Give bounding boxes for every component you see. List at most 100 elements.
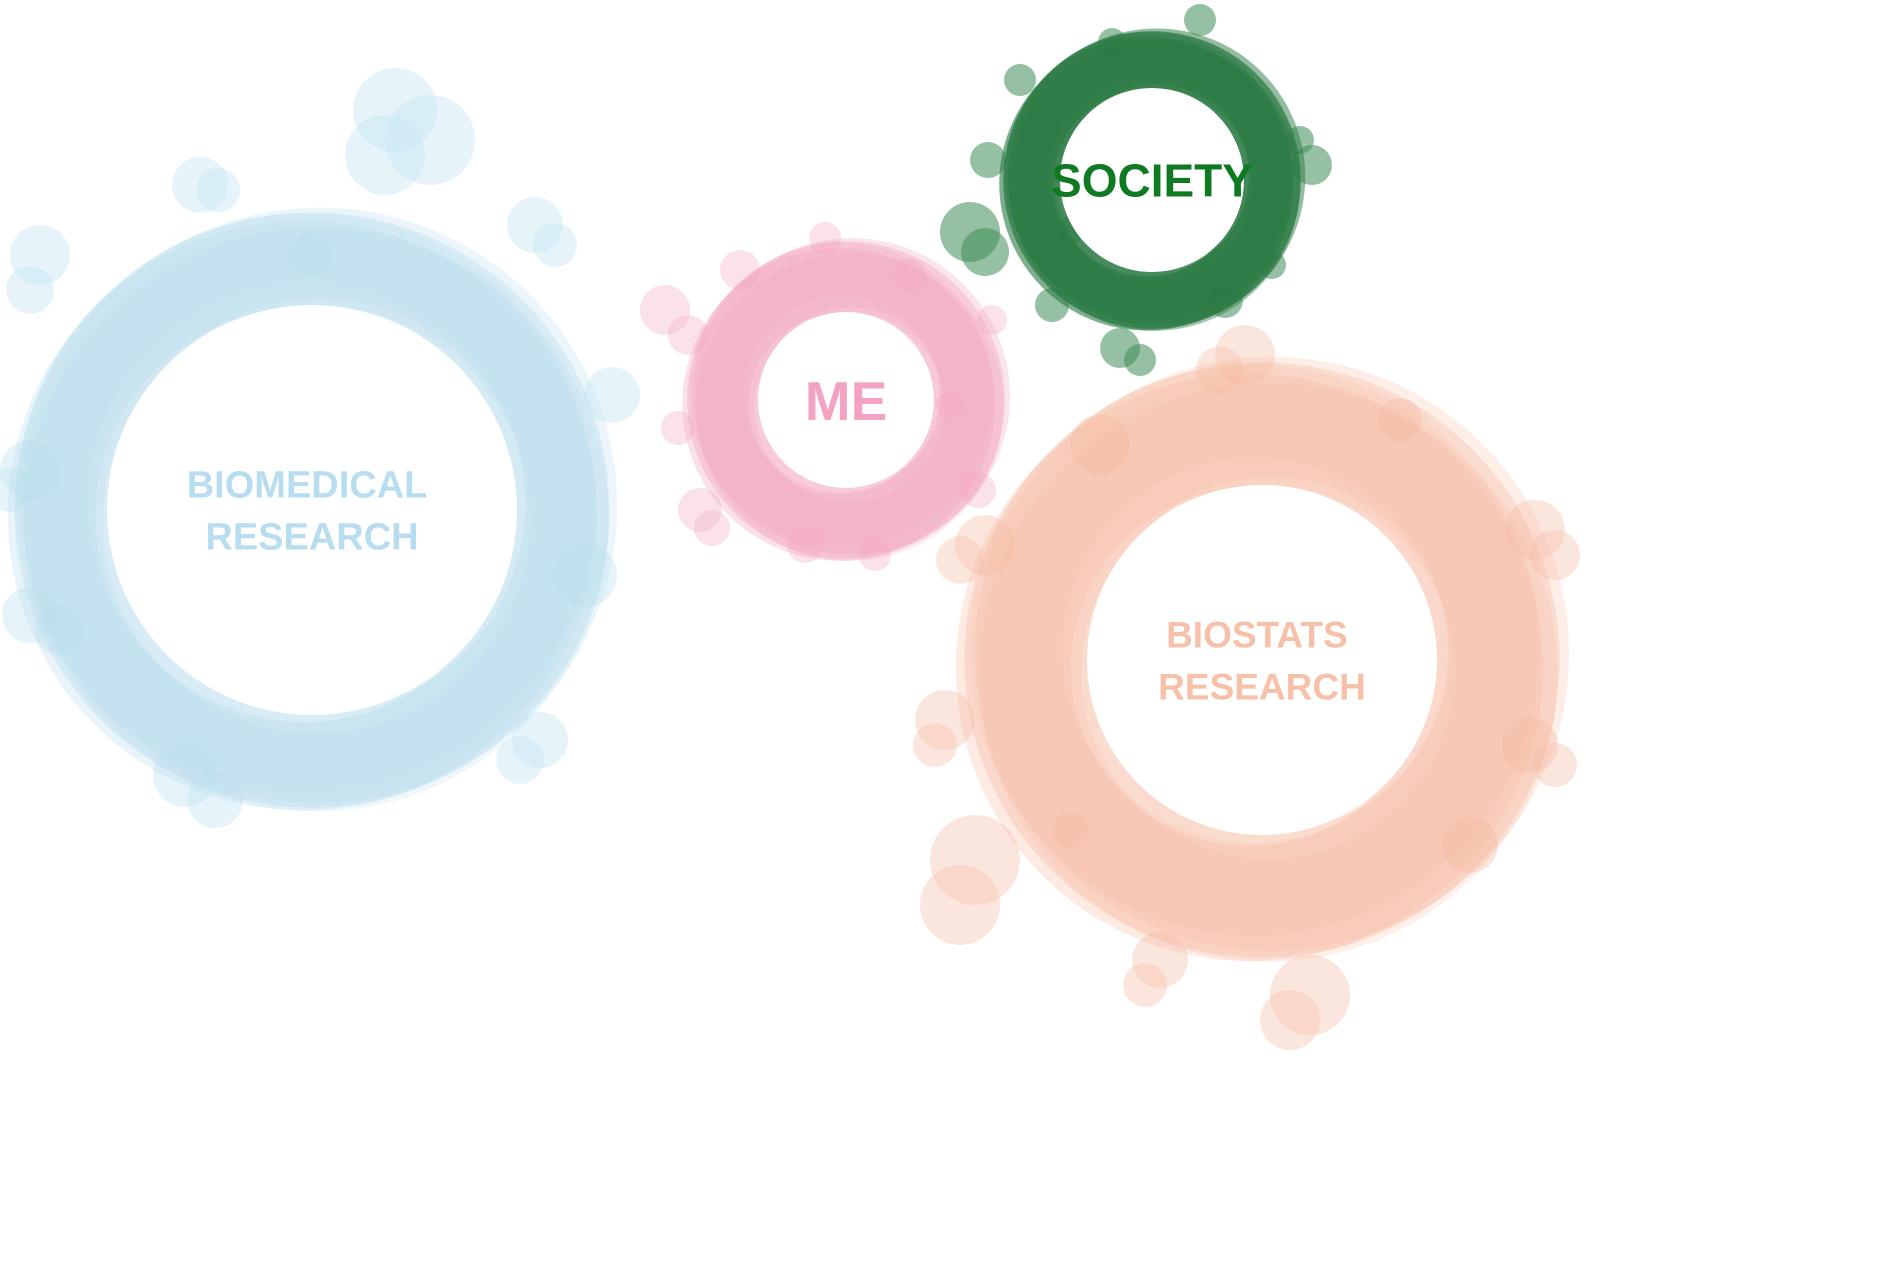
biostats-decorative-blobs <box>913 325 1580 1050</box>
me-ring-layer <box>693 238 1011 555</box>
biomedical-blob <box>172 157 228 213</box>
biomedical-blob <box>507 197 563 253</box>
biostats-research-label: BIOSTATS RESEARCH <box>1158 614 1366 707</box>
biomedical-blob <box>35 605 85 655</box>
society-ring-layer <box>1005 32 1292 319</box>
me-blob <box>859 539 891 571</box>
biostats-blob <box>1260 990 1320 1050</box>
biomedical-blob <box>0 468 32 512</box>
society-inner-circle <box>1060 88 1244 272</box>
biostats-blob <box>1132 932 1188 988</box>
biostats-ring-layer <box>964 362 1560 958</box>
me-blob <box>640 285 690 335</box>
me-blob <box>977 305 1007 335</box>
me-ring-layer <box>695 253 1004 561</box>
me-label: ME <box>805 370 888 432</box>
society-ring-layer <box>1009 40 1300 331</box>
biostats-blob <box>1442 817 1498 873</box>
biomedical-blob <box>512 712 568 768</box>
biostats-ring-layer <box>974 356 1570 951</box>
me-blob <box>787 527 823 563</box>
biomedical-blob <box>0 440 60 500</box>
biomedical-label-line-1: BIOMEDICAL <box>187 465 427 507</box>
biomedical-label-line-2: RESEARCH <box>205 517 418 559</box>
biomedical-blob <box>2 587 58 643</box>
society-label-line-1: SOCIETY <box>1051 155 1253 207</box>
biomedical-ring-layer <box>14 212 610 808</box>
biostats-blob <box>930 815 1020 905</box>
biomedical-ring-strokes <box>7 207 618 812</box>
biostats-blob <box>1196 346 1244 394</box>
biomedical-blob <box>10 225 70 285</box>
biomedical-inner-circle <box>107 305 517 715</box>
biostats-blob <box>913 723 957 767</box>
biostats-blob <box>1070 415 1130 475</box>
biomedical-research-ring: BIOMEDICAL RESEARCH <box>0 68 640 828</box>
biomedical-ring-layer <box>17 213 596 792</box>
biomedical-blob <box>187 772 243 828</box>
society-blob <box>1124 344 1156 376</box>
biomedical-ring-layer <box>24 227 609 812</box>
biostats-inner-circle <box>1087 485 1437 835</box>
me-blob <box>668 315 708 355</box>
biomedical-blob <box>345 115 425 195</box>
biostats-blob <box>920 865 1000 945</box>
me-blob <box>936 391 964 419</box>
biostats-blob <box>1052 812 1088 848</box>
me-label-line-1: ME <box>805 370 888 432</box>
biomedical-blob <box>496 736 544 784</box>
biomedical-blob <box>288 233 332 277</box>
biomedical-blob <box>553 543 617 607</box>
biostats-blob <box>955 515 1015 575</box>
biomedical-ring-layer <box>22 207 618 803</box>
me-blob <box>894 259 926 291</box>
biostats-research-ring: BIOSTATS RESEARCH <box>913 325 1580 1050</box>
biostats-ring-layer <box>955 373 1544 962</box>
biomedical-blob <box>385 95 475 185</box>
me-ring: ME <box>640 222 1011 571</box>
biostats-label-line-1: BIOSTATS <box>1166 614 1348 655</box>
me-blob <box>694 510 730 546</box>
me-ring-layer <box>682 247 996 561</box>
biomedical-ring-layer <box>7 221 598 811</box>
biomedical-blob <box>6 266 54 314</box>
society-blob <box>1184 4 1216 36</box>
society-blob <box>1004 64 1036 96</box>
biostats-ring-layer <box>969 364 1540 936</box>
biomedical-blob <box>196 168 240 212</box>
biostats-blob <box>1378 398 1422 442</box>
society-blob <box>970 142 1006 178</box>
society-blob <box>961 228 1009 276</box>
biomedical-decorative-blobs <box>0 68 640 828</box>
biomedical-research-label: BIOMEDICAL RESEARCH <box>187 465 438 559</box>
me-blob <box>720 250 760 290</box>
biostats-blob <box>1502 717 1558 773</box>
biomedical-blob <box>584 367 640 423</box>
me-inner-circle <box>758 312 934 488</box>
biostats-blob <box>1123 963 1167 1007</box>
biostats-ring-strokes <box>955 356 1570 962</box>
me-blob <box>960 472 996 508</box>
me-decorative-blobs <box>640 222 1007 571</box>
biomedical-blob <box>533 223 577 267</box>
biostats-blob <box>915 690 975 750</box>
me-blob <box>809 222 841 254</box>
biomedical-blob <box>353 68 437 152</box>
biostats-ring-layer <box>979 383 1558 962</box>
biostats-blob <box>1505 500 1565 560</box>
society-label: SOCIETY <box>1051 155 1253 207</box>
society-ring: SOCIETY <box>940 4 1332 376</box>
me-blob <box>661 411 695 445</box>
society-ring-layer <box>1008 28 1306 326</box>
me-ring-strokes <box>682 238 1011 561</box>
biostats-blob <box>1533 743 1577 787</box>
biostats-blob <box>1215 325 1275 385</box>
me-ring-layer <box>687 241 1005 559</box>
biostats-blob <box>1270 955 1350 1035</box>
me-blob <box>678 488 722 532</box>
biostats-blob <box>1530 530 1580 580</box>
me-ring-layer <box>690 242 994 546</box>
biostats-blob <box>936 536 984 584</box>
society-ring-strokes <box>999 28 1306 331</box>
